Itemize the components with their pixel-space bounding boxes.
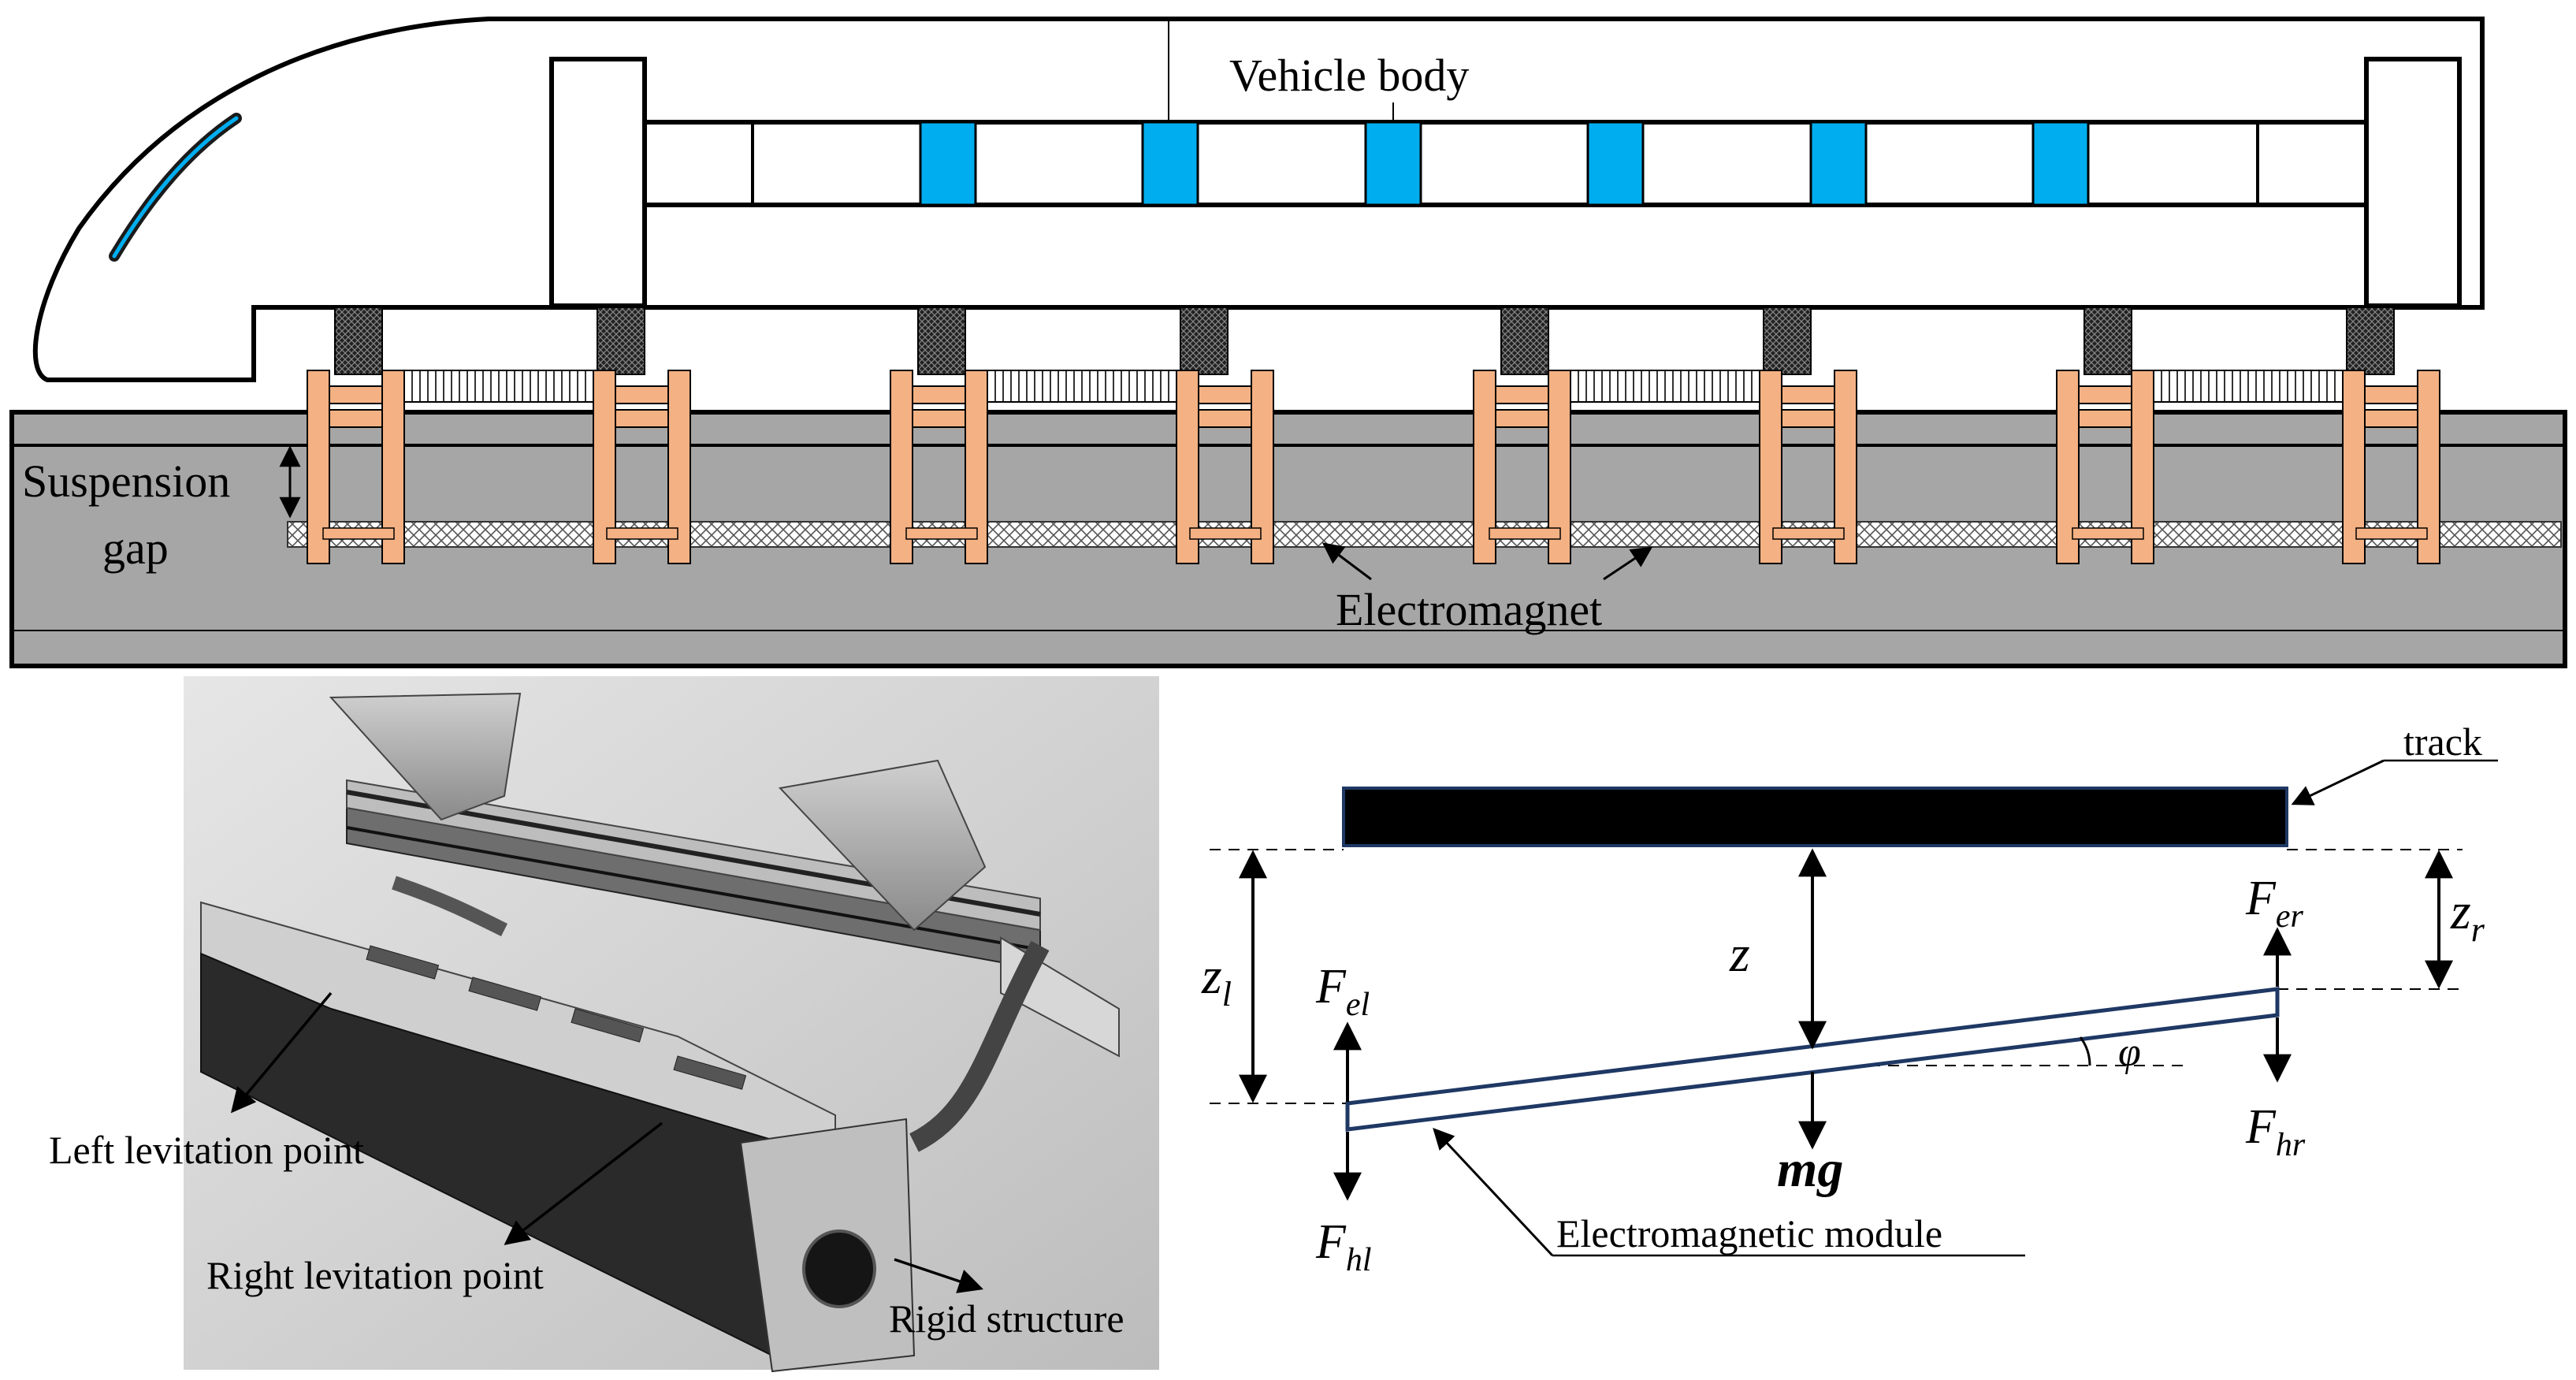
phi-label: φ xyxy=(2118,1030,2141,1075)
rigid-structure-label: Rigid structure xyxy=(889,1296,1124,1341)
fhr-sub: hr xyxy=(2276,1127,2306,1163)
window xyxy=(1364,121,1422,206)
nose-window-inner xyxy=(112,116,239,259)
window xyxy=(919,121,977,206)
right-levitation-arrow xyxy=(504,1121,664,1245)
front-end-port xyxy=(802,1229,876,1308)
suspension-pair xyxy=(307,307,691,564)
photo-panel: Left levitation point Right levitation p… xyxy=(49,676,1159,1373)
curved-frame xyxy=(909,940,1050,1152)
front-door xyxy=(549,57,647,308)
rigid-structure-arrow xyxy=(894,1258,983,1293)
electromagnetic-module xyxy=(1345,987,2280,1132)
module-label-arrow xyxy=(1433,1128,1554,1257)
fer-sub: er xyxy=(2276,898,2304,935)
phi-arc xyxy=(2079,1036,2091,1066)
suspension-gap-label-2: gap xyxy=(102,523,169,574)
rear-bracket-right xyxy=(778,759,987,932)
suspension-pair xyxy=(1473,307,1857,564)
fel-label: Fel xyxy=(1315,960,1370,1023)
force-diagram: track φ z mg zl zr Fel xyxy=(1201,720,2498,1278)
rear-bracket-left xyxy=(329,692,522,821)
zr-sub: r xyxy=(2471,910,2485,949)
suspension-pair xyxy=(890,307,1274,564)
fhl-main: F xyxy=(1315,1215,1347,1269)
vehicle-body-label: Vehicle body xyxy=(1229,50,1469,101)
zl-label: zl xyxy=(1201,947,1232,1014)
zr-label: zr xyxy=(2450,883,2485,949)
fhl-sub: hl xyxy=(1346,1242,1372,1278)
fel-sub: el xyxy=(1346,987,1370,1023)
zr-main: z xyxy=(2450,883,2471,940)
zl-sub: l xyxy=(1222,975,1232,1014)
window-band xyxy=(642,120,2369,207)
window xyxy=(1809,121,1868,206)
right-levitation-label: Right levitation point xyxy=(206,1253,544,1297)
rear-rail-2 xyxy=(346,826,1041,951)
window xyxy=(1586,121,1645,206)
fer-label: Fer xyxy=(2245,872,2304,935)
electromagnet-strip xyxy=(287,521,2562,548)
left-levitation-label: Left levitation point xyxy=(49,1128,364,1172)
suspension-units xyxy=(307,307,2440,564)
track-arrow xyxy=(2291,759,2385,805)
curved-frame-left xyxy=(392,876,508,937)
electromagnet-arrow-left xyxy=(1321,542,1372,581)
z-label: z xyxy=(1729,925,1750,983)
fel-main: F xyxy=(1315,960,1347,1014)
top-diagram: Vehicle body xyxy=(9,17,2567,668)
suspension-pair xyxy=(2056,307,2440,564)
suspension-gap-label-1: Suspension xyxy=(22,456,230,507)
window xyxy=(2031,121,2090,206)
window-dividers xyxy=(751,122,2259,205)
front-module-slots xyxy=(366,945,747,1090)
fer-main: F xyxy=(2245,872,2277,925)
fhr-label: Fhr xyxy=(2245,1100,2306,1163)
blue-windows xyxy=(919,121,2090,206)
mg-label: mg xyxy=(1777,1140,1843,1198)
electromagnet-arrow-right xyxy=(1603,546,1653,581)
track-label: track xyxy=(2403,720,2482,764)
zl-main: z xyxy=(1201,947,1222,1005)
module-label: Electromagnetic module xyxy=(1556,1211,1942,1255)
electromagnet-label: Electromagnet xyxy=(1336,584,1602,635)
left-levitation-arrow xyxy=(230,991,333,1114)
fhl-label: Fhl xyxy=(1315,1215,1372,1278)
rear-door xyxy=(2364,57,2462,308)
fhr-main: F xyxy=(2245,1100,2277,1154)
track-bar xyxy=(1342,787,2288,847)
window xyxy=(1141,121,1199,206)
